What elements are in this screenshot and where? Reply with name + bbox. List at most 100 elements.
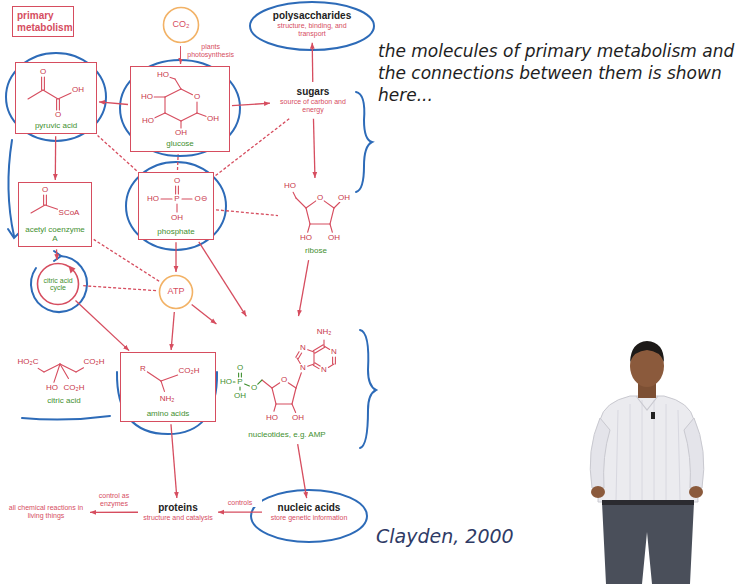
molecule-name: citric acid [17, 396, 111, 405]
atom-label: OH [175, 129, 188, 137]
molecule-name: ribose [283, 246, 349, 255]
reaction-arrow [90, 512, 138, 513]
atom-label: OH [207, 115, 220, 123]
molecule-name: nucleotides, e.g. AMP [221, 430, 353, 439]
bond-line [54, 364, 60, 382]
node-subtitle: store genetic information [266, 514, 352, 522]
handwritten-note: the molecules of primary metabolism and … [378, 40, 740, 106]
annotation-circle [126, 162, 226, 250]
cycle-arrowhead [68, 266, 75, 274]
atom-label: N [331, 348, 338, 356]
bond-line [181, 113, 197, 121]
bond-line [292, 404, 296, 412]
dotted-link [177, 154, 179, 170]
bond-line [296, 198, 306, 208]
annotation-brace [360, 330, 376, 448]
bond-line [161, 375, 178, 381]
reaction-arrow [218, 512, 262, 513]
atom-label: O [250, 384, 257, 392]
bond-line [154, 113, 165, 118]
bond-line [239, 387, 240, 390]
structure-drawing [218, 318, 356, 430]
bond-line [176, 204, 177, 212]
atom-label: CO₂H [178, 367, 200, 375]
atom-label: HO [157, 71, 170, 79]
bond-line [335, 357, 336, 364]
molecule-name: amino acids [124, 409, 212, 418]
molecule-name: phosphate [142, 227, 210, 236]
bond-line [245, 384, 250, 386]
bond-line [170, 77, 175, 79]
bond-line [306, 201, 316, 208]
atom-label: OH [171, 214, 184, 222]
bond-line [296, 373, 301, 388]
reaction-arrow [232, 103, 270, 105]
edge-label: control as enzymes [90, 492, 138, 508]
bond-line [31, 205, 45, 213]
atom-label: OH [328, 234, 341, 242]
atom-label: NH₂ [316, 328, 332, 336]
class-node: nucleic acidsstore genetic information [264, 500, 354, 524]
annotation-underline [22, 416, 110, 420]
circle-label: ATP [168, 287, 185, 297]
atom-label: HO [142, 117, 155, 125]
atom-label: HO [284, 182, 297, 190]
atom-label: CO₂H [83, 358, 105, 366]
reaction-arrow [171, 312, 174, 350]
atom-label: P [174, 195, 180, 203]
bond-line [272, 388, 276, 404]
bond-line [328, 364, 334, 367]
molecule-box: RCO₂HNH₂amino acids [120, 352, 216, 422]
molecule-box: OSCoAacetyl coenzyme A [18, 182, 92, 247]
presenter-figure [590, 341, 704, 584]
collar [636, 396, 658, 410]
trousers [602, 502, 694, 584]
bond-line [332, 357, 333, 364]
bond-line [165, 113, 181, 121]
bond-line [175, 186, 176, 194]
bond-line [296, 352, 299, 358]
bond-line [58, 93, 72, 99]
bond-line [310, 223, 330, 224]
right-arm [684, 418, 704, 488]
molecule-box: HOHOHOOOHOHglucose [130, 66, 230, 152]
bond-line [241, 373, 242, 377]
reaction-arrow [299, 260, 309, 316]
left-arm [590, 418, 610, 488]
citation: Clayden, 2000 [376, 524, 546, 548]
reaction-arrow [192, 304, 217, 324]
bond-line [164, 97, 165, 113]
atom-label: HO [147, 195, 160, 203]
belt [602, 500, 694, 505]
node-heading: polysaccharides [264, 10, 360, 22]
bond-line [165, 89, 181, 97]
bond-line [238, 373, 239, 377]
bond-line [298, 353, 301, 359]
bond-line [288, 383, 296, 388]
atom-label: O [316, 194, 323, 202]
hand [591, 486, 605, 498]
molecule-box: OHOPO⊖OHphosphate [138, 172, 214, 240]
bond-line [41, 77, 42, 90]
edge-label: controls [218, 499, 262, 507]
atom-label: OH [338, 194, 351, 202]
annotation-arrow [8, 140, 14, 236]
bond-line [175, 79, 181, 89]
molecule-box: OOOHpyruvic acid [15, 62, 97, 134]
atom-label: CO₂H [63, 384, 85, 392]
atom-label: HO [46, 384, 59, 392]
bond-line [46, 195, 47, 205]
edge-label: plants photosynthesis [181, 43, 241, 59]
bond-line [315, 347, 325, 353]
bond-line [262, 380, 272, 388]
bond-line [276, 403, 292, 404]
bond-line [161, 198, 172, 199]
microphone [651, 412, 655, 419]
atom-label: N [300, 344, 307, 352]
bond-line [196, 102, 197, 113]
molecule-structure: NH₂NNNNOHOPOHOOHOOHnucleotides, e.g. AMP [218, 318, 356, 442]
reaction-arrow [99, 102, 128, 105]
molecule-structure: HO₂CCO₂HHOCO₂Hcitric acid [14, 352, 114, 408]
bond-line [56, 99, 57, 110]
annotation-circle [251, 490, 367, 542]
